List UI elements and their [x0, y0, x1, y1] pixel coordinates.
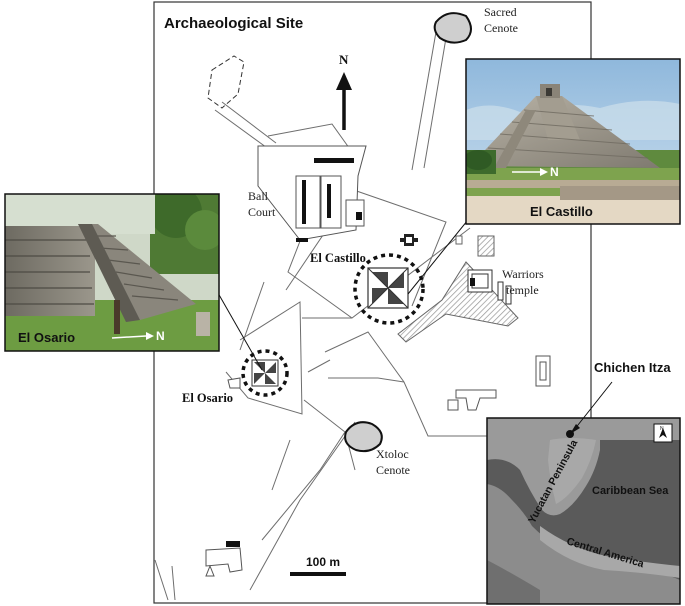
osario-photo-caption: El Osario	[18, 330, 75, 345]
inset-region-map: N Yucatan Peninsula Caribbean Sea Centra…	[486, 381, 681, 605]
osario-highlight-circle	[241, 349, 289, 397]
map-title: Archaeological Site	[164, 15, 303, 32]
label-xtoloc-line2: Cenote	[376, 463, 410, 477]
label-sacred-cenote-line1: Sacred	[484, 5, 517, 19]
sacred-cenote	[433, 12, 472, 44]
label-el-castillo: El Castillo	[310, 251, 366, 265]
label-warriors-line1: Warriors	[502, 267, 544, 281]
castillo-pyramid-plan	[353, 253, 425, 325]
inset-castillo-photo: N El Castillo	[465, 58, 681, 225]
castillo-photo-caption: El Castillo	[530, 204, 593, 219]
site-paths	[154, 31, 490, 601]
castillo-leader-line	[407, 209, 477, 295]
south-structure	[205, 541, 243, 577]
osario-photo-north-label: N	[156, 329, 165, 343]
chichen-itza-label: Chichen Itza	[594, 360, 671, 375]
north-arrow-label: N	[339, 52, 349, 67]
scale-bar: 100 m	[290, 555, 346, 576]
north-arrow: N	[336, 52, 352, 130]
region-sea-label: Caribbean Sea	[592, 485, 669, 497]
castillo-highlight-circle	[353, 253, 425, 325]
region-north-label: N	[660, 426, 664, 432]
castillo-photo-north-label: N	[550, 165, 559, 179]
label-sacred-cenote-line2: Cenote	[484, 21, 518, 35]
label-el-osario: El Osario	[182, 391, 233, 405]
east-structures	[447, 355, 551, 411]
dashed-ruin	[207, 55, 245, 109]
label-ball-court-line1: Ball	[248, 189, 269, 203]
label-ball-court-line2: Court	[248, 205, 276, 219]
label-warriors-line2: temple	[506, 283, 539, 297]
scale-bar-label: 100 m	[306, 555, 340, 569]
ball-court	[257, 145, 367, 242]
label-xtoloc-line1: Xtoloc	[376, 447, 409, 461]
inset-osario-photo: El Osario N	[4, 193, 220, 352]
xtoloc-cenote	[344, 421, 383, 453]
chichen-itza-pointer	[573, 381, 613, 431]
warriors-temple	[397, 235, 519, 343]
osario-pyramid-plan	[227, 349, 289, 397]
osario-leader-line	[213, 285, 263, 371]
